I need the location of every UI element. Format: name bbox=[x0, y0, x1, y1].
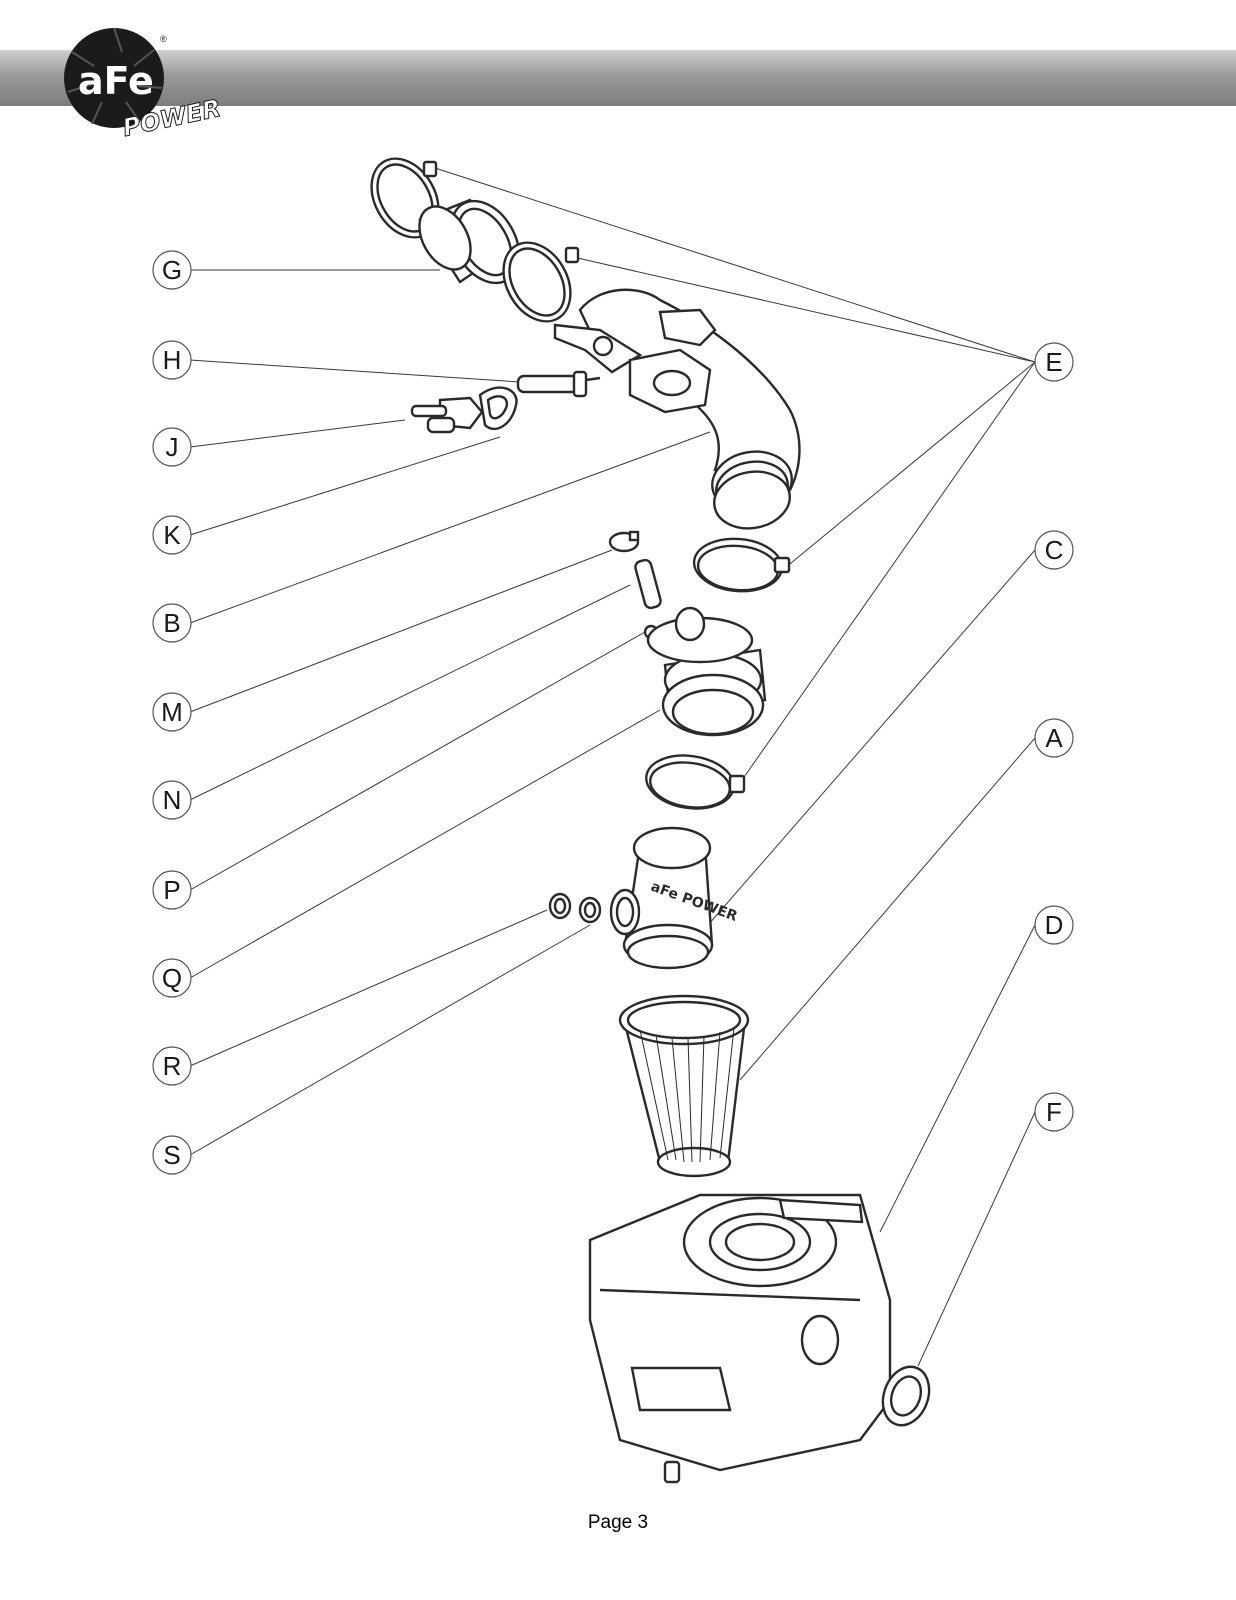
fitting-h bbox=[516, 370, 601, 398]
svg-text:N: N bbox=[163, 785, 182, 815]
cap-f bbox=[881, 1365, 931, 1427]
svg-text:E: E bbox=[1045, 347, 1062, 377]
callout-r: R bbox=[152, 1046, 192, 1086]
callout-bubbles: G H J K B M N P Q R S E C A D F bbox=[152, 250, 1074, 1175]
svg-text:M: M bbox=[161, 697, 183, 727]
air-filter-a bbox=[618, 994, 750, 1178]
leader-lines bbox=[189, 167, 1036, 1367]
callout-c: C bbox=[1034, 530, 1074, 570]
small-clamp-m bbox=[608, 530, 640, 553]
callout-j: J bbox=[152, 427, 192, 467]
coupler-g bbox=[418, 198, 521, 285]
gasket-k bbox=[478, 386, 518, 431]
callout-g: G bbox=[152, 250, 192, 290]
svg-text:J: J bbox=[166, 432, 179, 462]
callout-f: F bbox=[1034, 1092, 1074, 1132]
svg-text:B: B bbox=[163, 608, 180, 638]
coupler-q bbox=[646, 606, 767, 737]
svg-text:H: H bbox=[163, 345, 182, 375]
svg-text:D: D bbox=[1045, 910, 1064, 940]
washer-s bbox=[578, 896, 602, 924]
svg-text:S: S bbox=[163, 1140, 180, 1170]
callout-s: S bbox=[152, 1135, 192, 1175]
logo-text: aFe bbox=[78, 59, 154, 103]
callout-b: B bbox=[152, 603, 192, 643]
svg-text:K: K bbox=[163, 520, 181, 550]
adapter-c: aFe POWER bbox=[609, 826, 740, 970]
registered-mark: ® bbox=[160, 34, 167, 44]
svg-text:F: F bbox=[1046, 1097, 1062, 1127]
callout-h: H bbox=[152, 340, 192, 380]
svg-text:Q: Q bbox=[162, 963, 182, 993]
fitting-j bbox=[410, 396, 484, 434]
page-number: Page 3 bbox=[587, 1512, 649, 1533]
callout-e: E bbox=[1034, 342, 1074, 382]
callout-n: N bbox=[152, 780, 192, 820]
svg-text:C: C bbox=[1045, 535, 1064, 565]
callout-d: D bbox=[1034, 905, 1074, 945]
svg-text:A: A bbox=[1045, 723, 1063, 753]
parts-drawing: aFe POWER bbox=[370, 157, 931, 1484]
second-hose-clamp bbox=[502, 241, 580, 323]
hose-n bbox=[634, 558, 662, 610]
callout-q: Q bbox=[152, 958, 192, 998]
callout-p: P bbox=[152, 870, 192, 910]
middle-hose-clamp bbox=[692, 537, 791, 593]
airbox-d bbox=[588, 1193, 892, 1484]
grommet-r bbox=[548, 892, 572, 920]
svg-text:G: G bbox=[162, 255, 182, 285]
callout-m: M bbox=[152, 692, 192, 732]
callout-k: K bbox=[152, 515, 192, 555]
afe-power-logo: aFe POWER ® bbox=[64, 27, 224, 140]
svg-text:R: R bbox=[163, 1051, 182, 1081]
lower-hose-clamp bbox=[645, 754, 746, 810]
callout-a: A bbox=[1034, 718, 1074, 758]
svg-text:P: P bbox=[163, 875, 180, 905]
header-bar bbox=[0, 50, 1236, 106]
intake-tube-b bbox=[553, 288, 801, 530]
upper-hose-clamp bbox=[370, 157, 440, 239]
